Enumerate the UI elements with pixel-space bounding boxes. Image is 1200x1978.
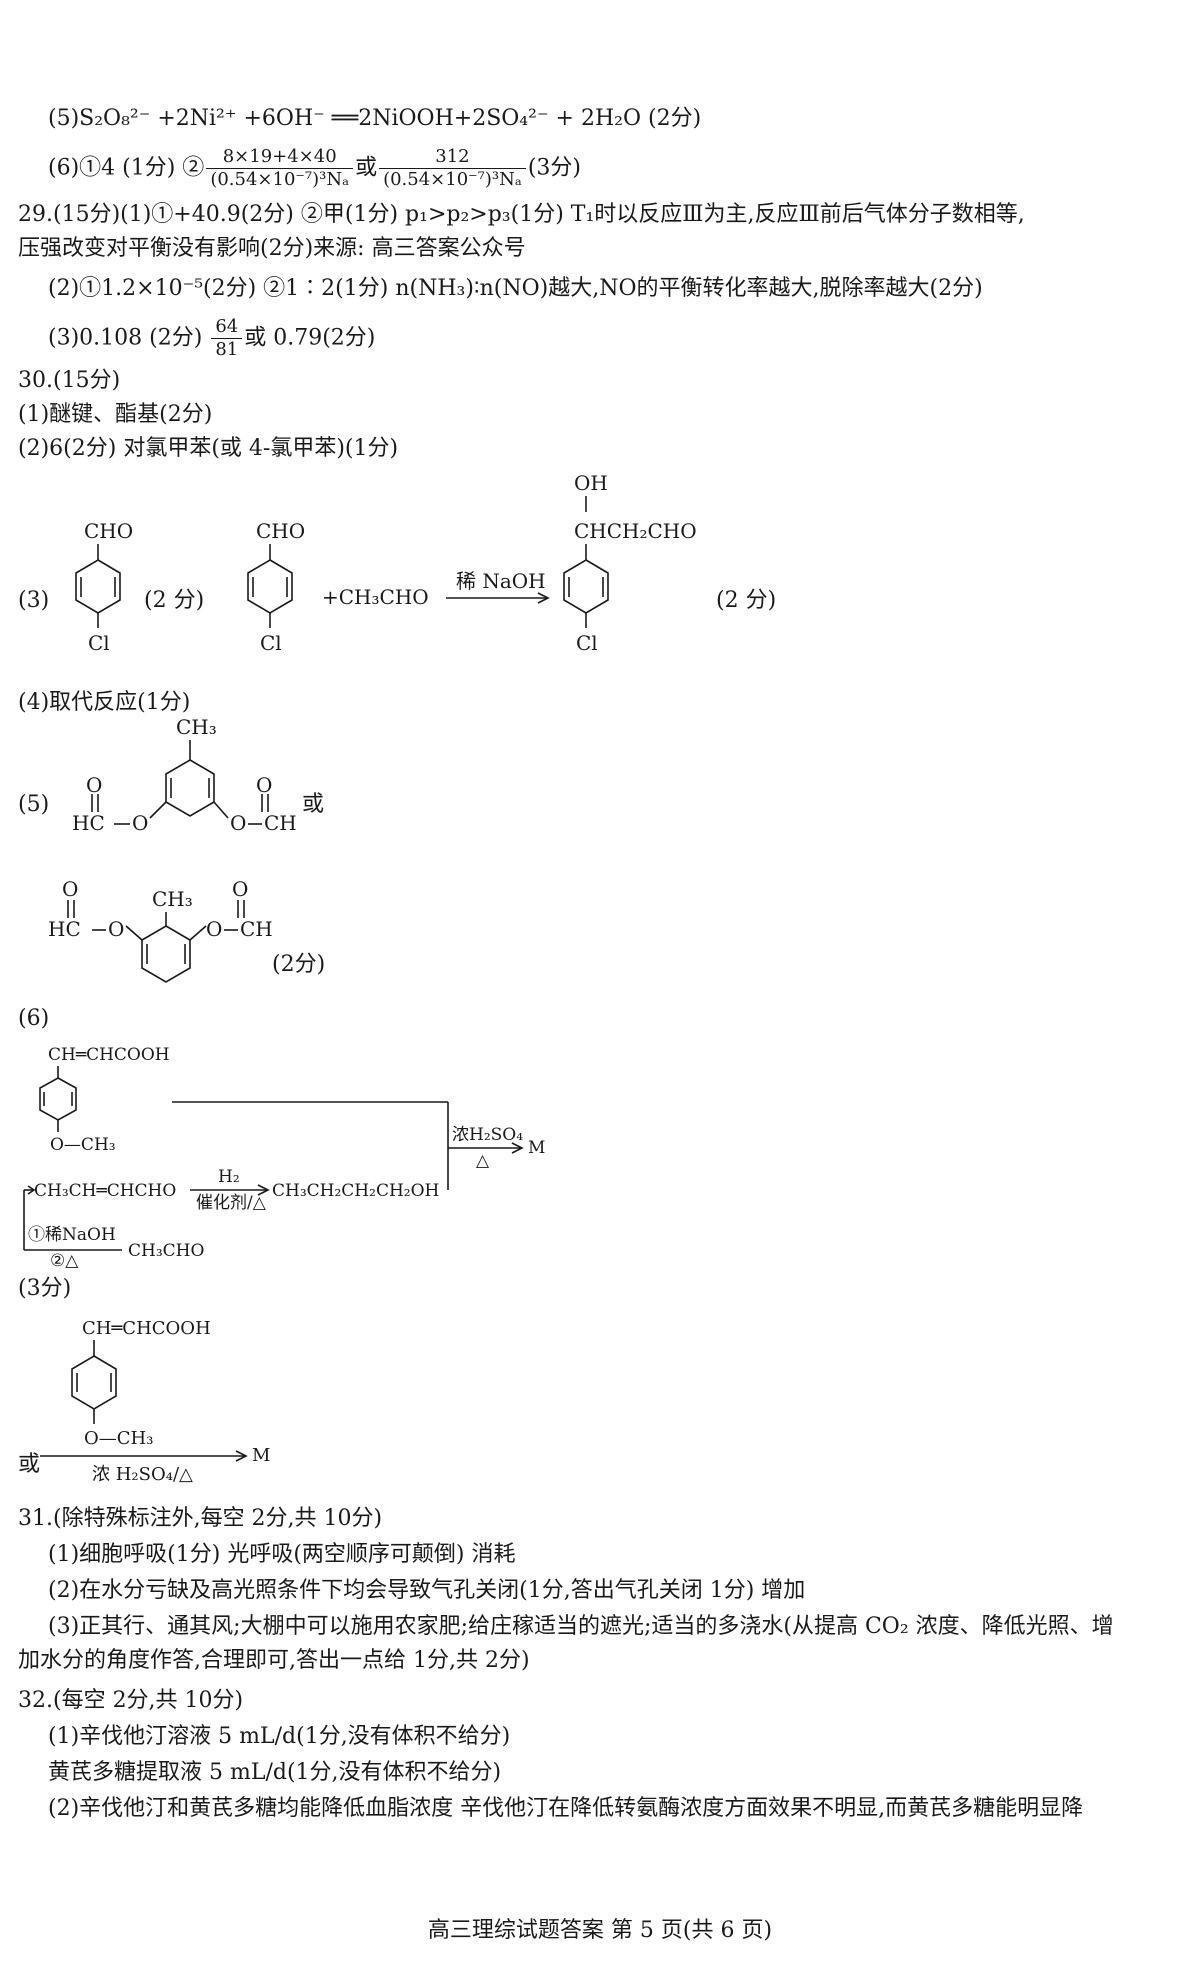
q32-heading: 32.(每空 2分,共 10分) — [18, 1688, 244, 1713]
conc-h2so4-label: 浓H₂SO₄ — [452, 1125, 523, 1145]
q30-1-line: (1)醚键、酯基(2分) — [18, 402, 213, 427]
methoxy-label: O—CH₃ — [84, 1428, 153, 1449]
chch2cho-label: CHCH₂CHO — [574, 519, 697, 543]
step1-label: ①稀NaOH — [28, 1225, 116, 1245]
ch3-label: CH₃ — [176, 715, 217, 739]
cl-label: Cl — [260, 631, 282, 655]
h2-label: H₂ — [218, 1167, 240, 1187]
o-label: O — [62, 877, 78, 901]
fraction-2-numerator: 312 — [379, 146, 526, 169]
q30-2-line: (2)6(2分) 对氯甲苯(或 4-氯甲苯)(1分) — [18, 436, 399, 461]
q30-4-line: (4)取代反应(1分) — [18, 690, 191, 715]
synthesis-route-2: CH═CHCOOH O—CH₃ M 浓 H₂SO₄/△ — [40, 1318, 270, 1485]
fraction-2-denominator: (0.54×10⁻⁷)³Nₐ — [383, 169, 522, 190]
o-label: O — [206, 917, 222, 941]
fraction-2: 312(0.54×10⁻⁷)³Nₐ — [379, 146, 526, 191]
q30-3-score1: (2 分) — [144, 588, 205, 613]
ch-label: CH — [264, 811, 297, 835]
p-chlorobenzaldehyde-2: CHO Cl — [247, 519, 305, 655]
aldol-product: OH CHCH₂CHO Cl — [563, 471, 697, 655]
hc-label: HC — [72, 811, 105, 835]
q30-5-label: (5) — [18, 792, 50, 817]
q30-6-or: 或 — [18, 1452, 41, 1477]
o-label: O — [230, 811, 246, 835]
cho-label: CHO — [84, 519, 133, 543]
q32-1b-line: 黄芪多糖提取液 5 mL/d(1分,没有体积不给分) — [48, 1760, 502, 1785]
o-label: O — [256, 773, 272, 797]
q30-3-score2: (2 分) — [716, 588, 777, 613]
q31-heading: 31.(除特殊标注外,每空 2分,共 10分) — [18, 1506, 383, 1531]
q29-3-suffix: 或 0.79(2分) — [244, 325, 376, 351]
ch-label: CH — [240, 917, 273, 941]
q32-1a-line: (1)辛伐他汀溶液 5 mL/d(1分,没有体积不给分) — [48, 1724, 511, 1749]
q30-6-label: (6) — [18, 1006, 50, 1031]
product-m-label: M — [528, 1138, 545, 1158]
acetaldehyde-label: CH₃CHO — [128, 1241, 204, 1261]
delta-label: △ — [476, 1151, 490, 1171]
fraction-3-numerator: 64 — [211, 316, 243, 339]
cl-label: Cl — [88, 631, 110, 655]
q30-heading: 30.(15分) — [18, 368, 121, 393]
cho-label: CHO — [256, 519, 305, 543]
o-label: O — [132, 811, 148, 835]
isomer-structure-2: CH₃ O HC O O CH O — [48, 877, 273, 983]
p-chlorobenzaldehyde-1: CHO Cl — [75, 519, 133, 655]
synthesis-route-1: CH═CHCOOH O—CH₃ 浓H₂SO₄ △ M CH₃CH═CHCHO H… — [23, 1045, 545, 1271]
page-footer: 高三理综试题答案 第 5 页(共 6 页) — [427, 1918, 773, 1943]
q31-3a-line: (3)正其行、通其风;大棚中可以施用农家肥;给庄稼适当的遮光;适当的多浇水(从提… — [48, 1614, 1114, 1639]
q30-3-label: (3) — [18, 588, 50, 613]
fraction-1: 8×19+4×40(0.54×10⁻⁷)³Nₐ — [206, 146, 354, 191]
q29-3-prefix: (3)0.108 (2分) — [48, 325, 203, 351]
q28-6-or: 或 — [355, 155, 378, 181]
q31-1-line: (1)细胞呼吸(1分) 光呼吸(两空顺序可颠倒) 消耗 — [48, 1542, 516, 1567]
o-label: O — [232, 877, 248, 901]
o-label: O — [108, 917, 124, 941]
q29-2-line: (2)①1.2×10⁻⁵(2分) ②1∶2(1分) n(NH₃)∶n(NO)越大… — [48, 276, 983, 301]
o-label: O — [86, 773, 102, 797]
cinnamic-acid-label: CH═CHCOOH — [48, 1045, 170, 1065]
q28-6-score: (3分) — [527, 155, 581, 181]
conc-h2so4-delta-label: 浓 H₂SO₄/△ — [92, 1464, 193, 1485]
step2-label: ②△ — [50, 1251, 79, 1271]
fraction-3-denominator: 81 — [215, 339, 239, 360]
q29-1-line: 29.(15分)(1)①+40.9(2分) ②甲(1分) p₁>p₂>p₃(1分… — [18, 202, 1025, 227]
isomer-structure-1: CH₃ O HC O O CH O — [72, 715, 297, 835]
cl-label: Cl — [576, 631, 598, 655]
product-m-label: M — [252, 1445, 270, 1466]
q31-3b-line: 加水分的角度作答,合理即可,答出一点给 1分,共 2分) — [18, 1648, 530, 1673]
butanol-label: CH₃CH₂CH₂CH₂OH — [272, 1181, 439, 1201]
fraction-1-numerator: 8×19+4×40 — [206, 146, 354, 169]
ch3-label: CH₃ — [152, 887, 193, 911]
hc-label: HC — [48, 917, 81, 941]
q28-5-line: (5)S₂O₈²⁻ +2Ni²⁺ +6OH⁻ ══2NiOOH+2SO₄²⁻ +… — [48, 106, 702, 131]
cinnamic-acid-label: CH═CHCOOH — [82, 1318, 211, 1339]
plus-acetaldehyde: +CH₃CHO — [322, 585, 429, 609]
oh-label: OH — [574, 471, 608, 495]
q32-2-line: (2)辛伐他汀和黄芪多糖均能降低血脂浓度 辛伐他汀在降低转氨酶浓度方面效果不明显… — [48, 1796, 1084, 1821]
fraction-1-denominator: (0.54×10⁻⁷)³Nₐ — [210, 169, 350, 190]
crotonaldehyde-label: CH₃CH═CHCHO — [34, 1181, 176, 1201]
q31-2-line: (2)在水分亏缺及高光照条件下均会导致气孔关闭(1分,答出气孔关闭 1分) 增加 — [48, 1578, 806, 1603]
q29-1b-line: 压强改变对平衡没有影响(2分)来源: 高三答案公众号 — [18, 236, 526, 261]
q30-6-score: (3分) — [18, 1276, 72, 1301]
methoxy-label: O—CH₃ — [50, 1135, 116, 1155]
q30-5-score: (2分) — [272, 952, 326, 977]
q30-5-or: 或 — [302, 792, 325, 817]
q28-6-prefix: (6)①4 (1分) ② — [48, 155, 205, 181]
catalyst-label: 催化剂/△ — [196, 1193, 267, 1213]
naoh-label: 稀 NaOH — [456, 569, 546, 593]
